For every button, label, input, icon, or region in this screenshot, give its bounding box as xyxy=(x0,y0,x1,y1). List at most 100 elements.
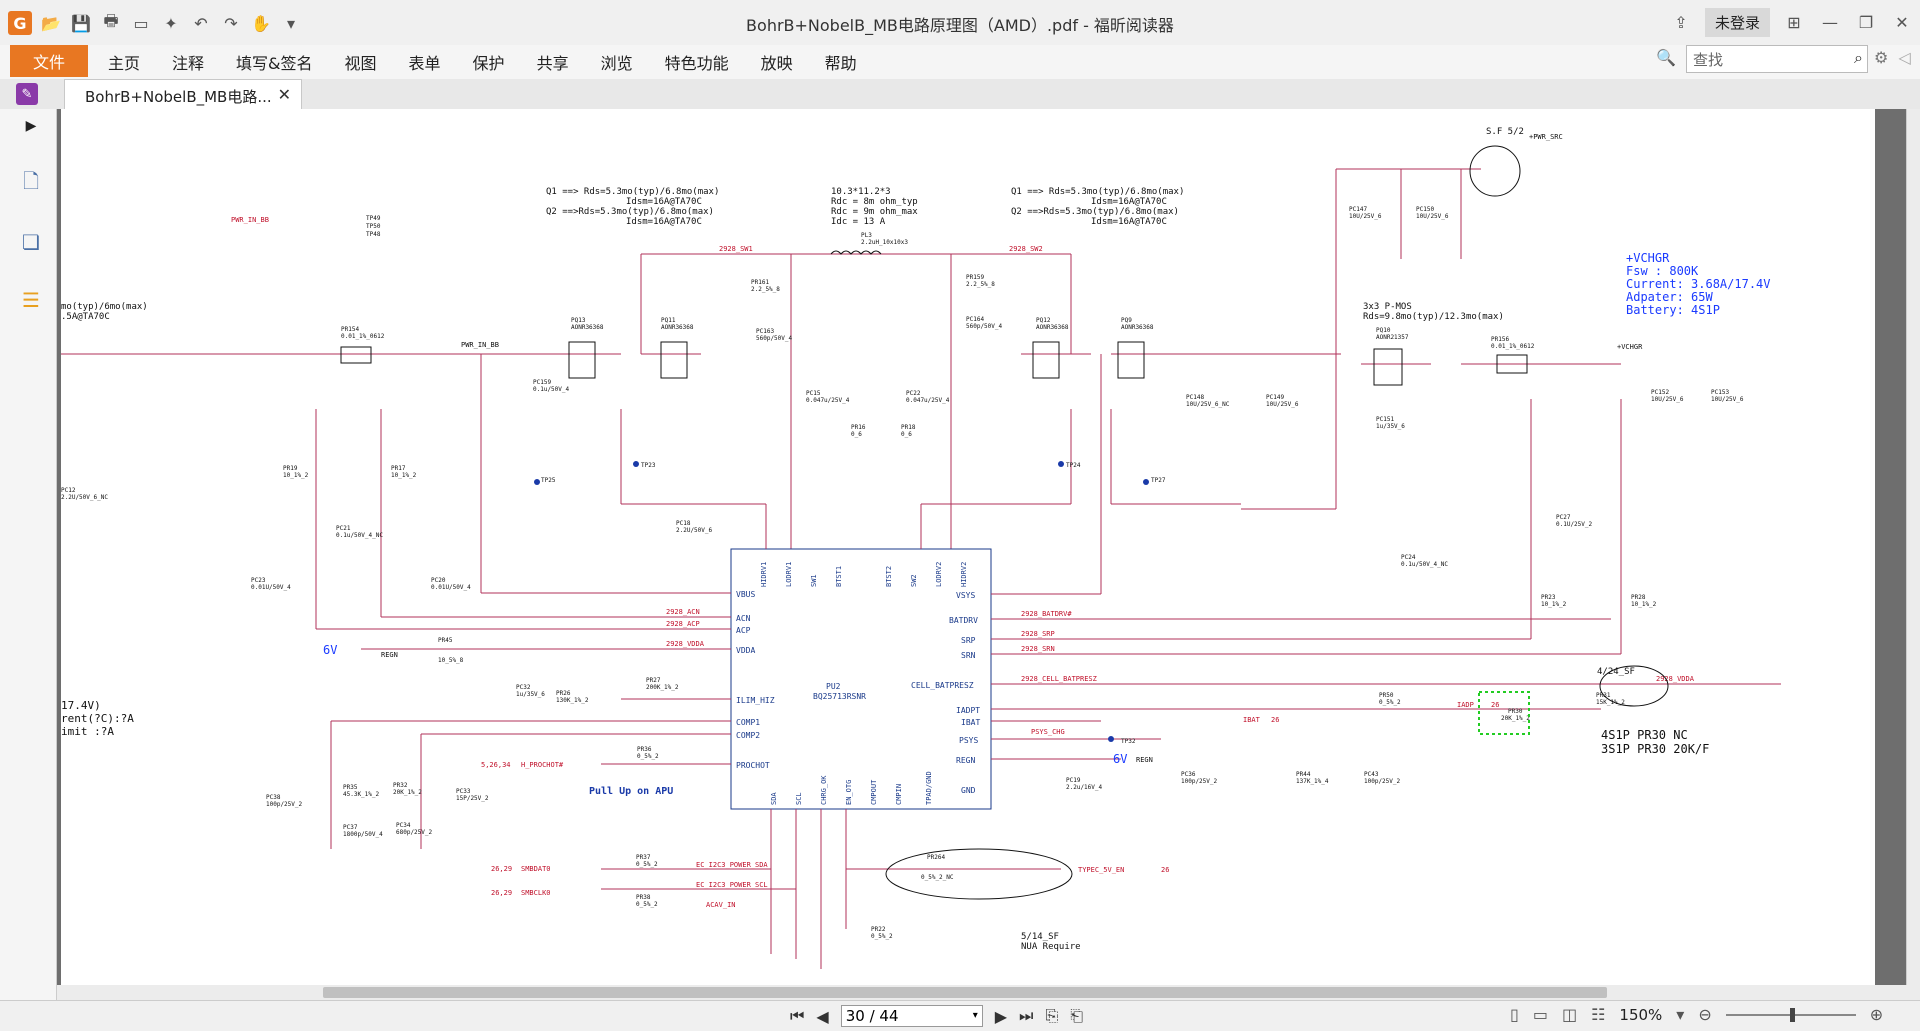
part-pc153-val: 10U/25V_6 xyxy=(1711,396,1744,403)
share-icon[interactable]: ⇪ xyxy=(1674,13,1688,32)
menu-share[interactable]: 共享 xyxy=(536,54,569,73)
part-pq9: PQ9 xyxy=(1121,317,1132,324)
pin-prochot: PROCHOT xyxy=(736,761,770,770)
pin-ilim: ILIM_HIZ xyxy=(736,696,775,705)
close-tab-icon[interactable]: ✕ xyxy=(277,85,291,104)
menu-home[interactable]: 主页 xyxy=(108,54,141,73)
search-box[interactable]: 查找 ⌕ xyxy=(1686,45,1868,73)
menu-fill-sign[interactable]: 填写&签名 xyxy=(236,54,313,73)
close-window-icon[interactable]: ✕ xyxy=(1895,13,1909,32)
menu-protect[interactable]: 保护 xyxy=(472,54,505,73)
redo-icon[interactable]: ↷ xyxy=(224,13,238,33)
menu-items: 主页 注释 填写&签名 视图 表单 保护 共享 浏览 特色功能 放映 帮助 xyxy=(108,45,889,79)
last-page-icon[interactable]: ⏭ xyxy=(1019,1006,1034,1025)
part-pr22: PR22 xyxy=(871,926,886,933)
net-iadp: IADP xyxy=(1457,701,1474,709)
extract-page-icon[interactable]: ⎘ xyxy=(1045,1006,1059,1025)
zoom-slider[interactable] xyxy=(1725,1007,1856,1022)
facing-page-icon[interactable]: ◫ xyxy=(1561,1005,1578,1024)
note-vchgr-title: +VCHGR xyxy=(1626,251,1670,265)
pin-acp: ACP xyxy=(736,626,751,635)
menu-file[interactable]: 文件 xyxy=(10,45,88,77)
menu-view[interactable]: 视图 xyxy=(344,54,377,73)
print-icon[interactable]: 🖶 xyxy=(103,10,119,30)
expand-panel-icon[interactable]: ▶ xyxy=(25,118,37,134)
zoom-level[interactable]: 150% xyxy=(1619,1005,1663,1024)
search-icon[interactable]: ⌕ xyxy=(1854,48,1863,67)
reader-logo-icon[interactable]: ✎ xyxy=(16,83,38,105)
window-icon[interactable]: ▭ xyxy=(133,13,149,33)
layers-icon[interactable]: ❏ xyxy=(22,230,40,254)
part-tp48: TP48 xyxy=(366,231,381,238)
part-pc32-val: 1u/35V_6 xyxy=(516,691,545,698)
continuous-page-icon[interactable]: ▭ xyxy=(1532,1005,1548,1024)
part-pr36: PR36 xyxy=(637,746,652,753)
insert-page-icon[interactable]: ⎗ xyxy=(1070,1006,1084,1025)
page-navigator: ⏮ ◀ 30 / 44 ▾ ▶ ⏭ ⎘ ⎗ xyxy=(790,1005,1083,1027)
layout-icon[interactable]: ⊞ xyxy=(1787,13,1801,32)
page-number-field[interactable]: 30 / 44 ▾ xyxy=(840,1005,983,1027)
part-pc23-val: 0.01U/50V_4 xyxy=(251,584,291,591)
part-pr16: PR16 xyxy=(851,424,866,431)
app-logo-icon[interactable]: G xyxy=(8,11,32,35)
net-regn-right: REGN xyxy=(1136,756,1153,764)
page-number-value: 30 / 44 xyxy=(845,1007,899,1025)
part-pc152-val: 10U/25V_6 xyxy=(1651,396,1684,403)
menu-comment[interactable]: 注释 xyxy=(172,54,205,73)
document-tab[interactable]: BohrB+NobelB_MB电路... ✕ xyxy=(64,79,302,110)
continuous-facing-icon[interactable]: ☷ xyxy=(1591,1005,1606,1024)
note-q2-right: Q2 ==>Rds=5.3mo(typ)/6.8mo(max) xyxy=(1011,207,1179,217)
search-panel-icon[interactable]: 🔍 xyxy=(1656,48,1676,67)
back-icon[interactable]: ◁ xyxy=(1898,48,1911,67)
single-page-icon[interactable]: ▯ xyxy=(1510,1005,1519,1024)
undo-icon[interactable]: ↶ xyxy=(194,13,208,33)
part-pc33-val: 15P/25V_2 xyxy=(456,795,489,802)
zoom-in-icon[interactable]: ⊕ xyxy=(1869,1005,1884,1024)
menu-slideshow[interactable]: 放映 xyxy=(760,54,793,73)
note-ind2: Rdc = 8m ohm_typ xyxy=(831,197,918,207)
prev-page-icon[interactable]: ◀ xyxy=(816,1006,829,1026)
hand-tool-icon[interactable]: ✋ xyxy=(251,13,271,33)
part-pr45: PR45 xyxy=(438,637,453,644)
document-view[interactable]: PU2 BQ25713RSNR VBUS ACN ACP VDDA ILIM_H… xyxy=(57,109,1907,985)
part-pc18-val: 2.2U/50V_6 xyxy=(676,527,713,534)
open-icon[interactable]: 📂 xyxy=(41,13,61,33)
menu-form[interactable]: 表单 xyxy=(408,54,441,73)
next-page-icon[interactable]: ▶ xyxy=(994,1006,1008,1026)
horizontal-scrollbar[interactable] xyxy=(57,985,1907,1000)
part-pc43: PC43 xyxy=(1364,771,1379,778)
note-left-b: .5A@TA70C xyxy=(61,312,110,322)
part-pr19-val: 10_1%_2 xyxy=(283,472,309,479)
part-pc164-val: 560p/50V_4 xyxy=(966,323,1003,330)
comments-icon[interactable]: ☰ xyxy=(22,288,40,312)
pin-hidrv2: HIDRV2 xyxy=(960,562,968,587)
zoom-out-icon[interactable]: ⊖ xyxy=(1698,1005,1712,1024)
part-pc148-val: 10U/25V_6_NC xyxy=(1186,401,1230,408)
search-input[interactable]: 查找 xyxy=(1693,51,1724,69)
part-pc21: PC21 xyxy=(336,525,351,532)
customize-icon[interactable]: ▾ xyxy=(286,13,296,33)
page-thumbnail-icon[interactable]: 🗋 xyxy=(22,169,40,193)
vertical-scrollbar[interactable] xyxy=(1906,109,1920,1000)
menu-help[interactable]: 帮助 xyxy=(824,54,857,73)
horizontal-scroll-thumb[interactable] xyxy=(323,987,1607,998)
save-icon[interactable]: 💾 xyxy=(71,13,91,33)
part-pc36: PC36 xyxy=(1181,771,1196,778)
part-pc37: PC37 xyxy=(343,824,358,831)
menu-browse[interactable]: 浏览 xyxy=(600,54,633,73)
menu-features[interactable]: 特色功能 xyxy=(664,54,729,73)
part-pc34-val: 680p/25V_2 xyxy=(396,829,433,836)
part-pr35: PR35 xyxy=(343,784,358,791)
new-icon[interactable]: ✦ xyxy=(164,13,178,33)
net-scl: EC_I2C3_POWER_SCL xyxy=(696,881,768,889)
part-pc15-val: 0.047u/25V_4 xyxy=(806,397,850,404)
restore-icon[interactable]: ❐ xyxy=(1858,13,1874,32)
settings-icon[interactable]: ⚙ xyxy=(1874,48,1889,67)
note-pmos1: 3x3 P-MOS xyxy=(1363,302,1412,312)
zoom-menu-icon[interactable]: ▾ xyxy=(1676,1005,1685,1024)
login-button[interactable]: 未登录 xyxy=(1704,8,1770,37)
first-page-icon[interactable]: ⏮ xyxy=(790,1006,805,1025)
minimize-icon[interactable]: — xyxy=(1822,13,1838,32)
chevron-down-icon[interactable]: ▾ xyxy=(972,1010,978,1021)
zoom-slider-knob[interactable] xyxy=(1789,1007,1795,1022)
